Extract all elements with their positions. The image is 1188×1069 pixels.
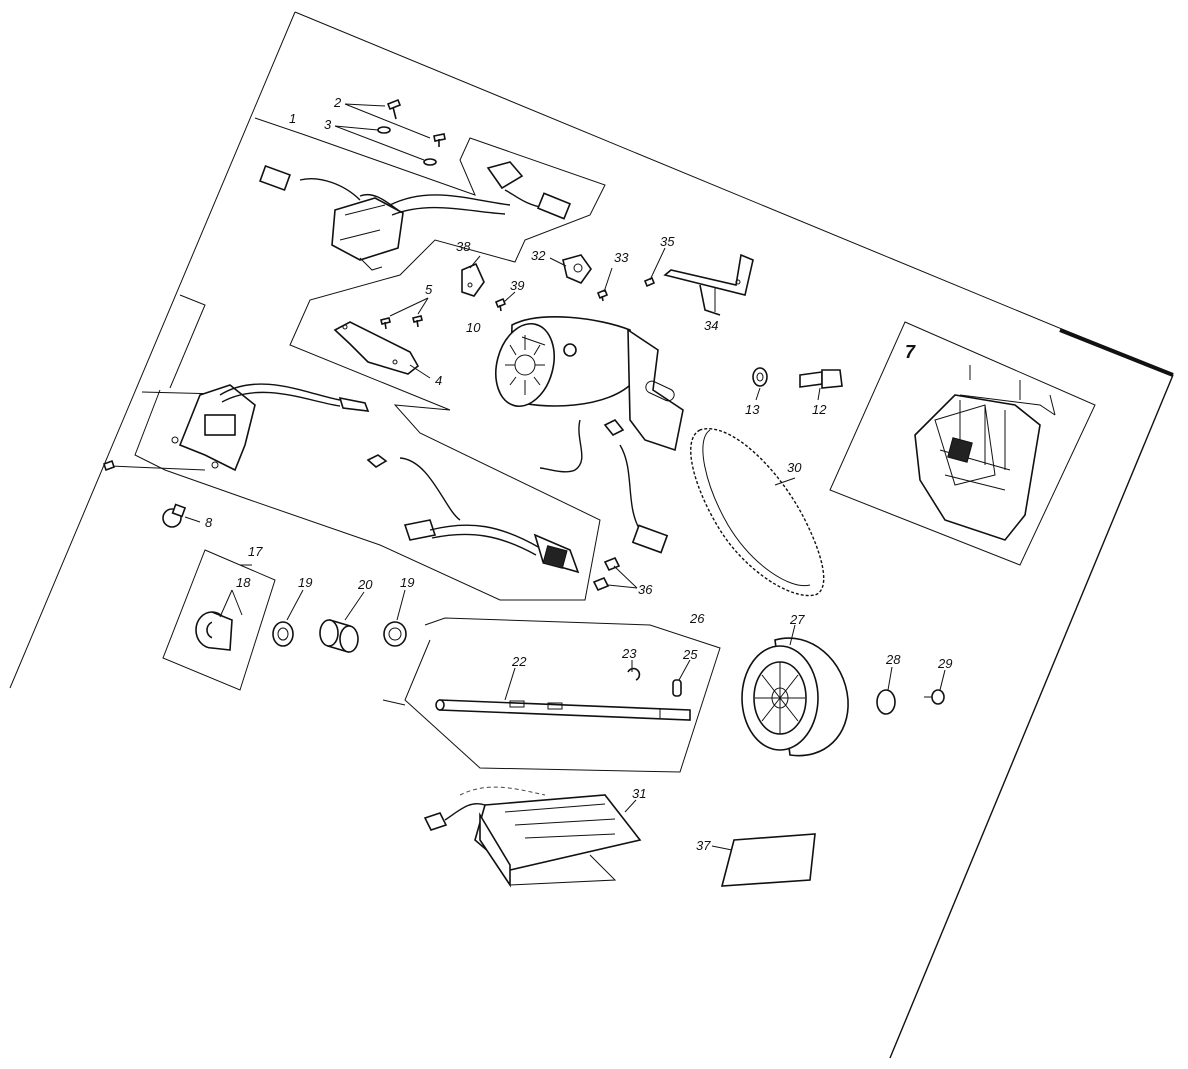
washer-19b [384,622,406,646]
callout-38: 38 [456,239,471,254]
callout-20: 20 [357,577,373,592]
bushing-20 [320,620,358,652]
callout-13: 13 [745,402,760,417]
callout-1: 1 [289,111,296,126]
spacer-13 [753,368,767,386]
washer-19a [273,622,293,646]
looper-assembly [915,365,1055,540]
transformer-harness [260,162,570,270]
callout-33: 33 [614,250,629,265]
callout-31: 31 [632,786,646,801]
callout-17: 17 [248,544,263,559]
cord-clip-38 [462,264,505,311]
callout-12: 12 [812,402,827,417]
callout-5: 5 [425,282,433,297]
callout-2: 2 [333,95,342,110]
instruction-sheet-37 [722,834,815,886]
callout-34: 34 [704,318,718,333]
motor [487,317,683,553]
callout-29: 29 [937,656,952,671]
callout-35: 35 [660,234,675,249]
callout-36: 36 [638,582,653,597]
callout-18: 18 [236,575,251,590]
callout-30: 30 [787,460,802,475]
washer-28 [877,690,895,714]
callout-3: 3 [324,117,332,132]
bracket-34 [645,255,753,315]
callout-labels: 1 2 3 4 5 7 8 10 12 13 17 18 19 20 19 22… [205,95,952,853]
retaining-ring-23 [628,669,639,680]
callout-27: 27 [789,612,805,627]
switch-bracket [104,384,368,470]
cord-clip-32 [563,255,607,301]
foot-controller [425,787,640,885]
callout-19a: 19 [298,575,312,590]
callout-19b: 19 [400,575,414,590]
screws-2-3 [335,100,445,165]
callout-4: 4 [435,373,442,388]
collar-17 [196,590,242,650]
callout-28: 28 [885,652,901,667]
timing-belt [691,429,824,596]
callout-25: 25 [682,647,698,662]
stud-12 [800,370,842,388]
pin-25 [673,680,681,696]
callout-7: 7 [905,342,916,362]
callout-37: 37 [696,838,711,853]
callout-32: 32 [531,248,546,263]
shaft-22 [436,700,690,720]
pulley-27 [742,638,848,756]
callout-23: 23 [621,646,637,661]
callout-10: 10 [466,320,481,335]
callout-8: 8 [205,515,213,530]
screws-36 [594,558,637,590]
callout-26: 26 [689,611,705,626]
mounting-plate [335,298,430,378]
screw-29 [924,690,944,704]
callout-39: 39 [510,278,524,293]
lamp-bulb [163,505,200,527]
callout-22: 22 [511,654,527,669]
